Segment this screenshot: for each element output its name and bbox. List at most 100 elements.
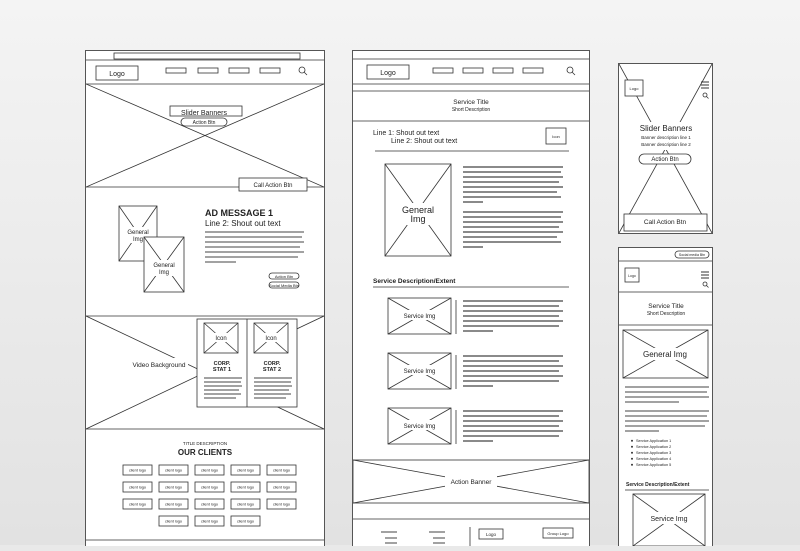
logo-text: Logo (630, 86, 640, 91)
ad-message-line2: Line 2: Shout out text (205, 219, 281, 228)
service-img-label: Service Img (404, 369, 436, 375)
ad-body-text (205, 231, 304, 263)
client-logo-box[interactable] (230, 464, 261, 476)
ad-message-title: AD MESSAGE 1 (205, 208, 273, 218)
bullet-dot (631, 445, 633, 448)
client-logo-label: client logo (129, 503, 146, 507)
nav-item[interactable] (462, 67, 484, 74)
client-logo-label: client logo (129, 469, 146, 473)
search-icon[interactable] (702, 92, 709, 99)
call-action-button[interactable] (238, 177, 308, 192)
nav-item[interactable] (165, 67, 187, 74)
client-logo-label: client logo (201, 486, 218, 490)
client-logo-box[interactable] (194, 515, 225, 527)
client-logo-box[interactable] (266, 481, 297, 493)
footer-logo[interactable] (478, 528, 504, 540)
shout-line-2: Line 2: Shout out text (391, 138, 457, 145)
search-icon[interactable] (298, 66, 308, 76)
client-logo-box[interactable] (194, 498, 225, 510)
search-icon[interactable] (566, 66, 576, 76)
client-logo-box[interactable] (122, 481, 153, 493)
service-body-text (463, 410, 563, 442)
service-title: Service Title (648, 303, 684, 310)
general-img-text-1a: General (127, 230, 148, 236)
menu-icon[interactable] (701, 271, 709, 279)
client-logo-box[interactable] (158, 498, 189, 510)
stat-1-subtitle: STAT 1 (213, 367, 231, 373)
client-logo-box[interactable] (158, 481, 189, 493)
social-media-label: Social media Btn (679, 253, 705, 257)
client-logo-box[interactable] (230, 481, 261, 493)
service-short-description: Short Description (452, 107, 491, 113)
client-logo-box[interactable] (266, 498, 297, 510)
client-logo-label: client logo (201, 503, 218, 507)
nav-item[interactable] (259, 67, 281, 74)
client-logo-label: client logo (273, 503, 290, 507)
footer-group-logo[interactable] (542, 527, 574, 539)
client-logo-label: client logo (237, 520, 254, 524)
client-logo-label: client logo (237, 486, 254, 490)
nav-item[interactable] (432, 67, 454, 74)
social-media-button[interactable] (268, 281, 300, 289)
client-logo-box[interactable] (266, 464, 297, 476)
client-logo-label: client logo (201, 469, 218, 473)
nav-item[interactable] (197, 67, 219, 74)
stat-icon-1-label: Icon (215, 336, 226, 342)
logo-box[interactable] (366, 64, 410, 80)
service-body-text (463, 300, 563, 332)
client-logo-box[interactable] (194, 481, 225, 493)
client-logo-label: client logo (237, 469, 254, 473)
client-logo-label: client logo (273, 469, 290, 473)
menu-icon[interactable] (701, 81, 709, 89)
icon-box-label: Icon (552, 134, 560, 139)
client-logo-box[interactable] (158, 515, 189, 527)
search-icon[interactable] (702, 281, 709, 288)
client-logo-label: client logo (201, 520, 218, 524)
nav-item[interactable] (492, 67, 514, 74)
service-application-item: Service Application 2 (636, 445, 671, 449)
our-clients-heading: OUR CLIENTS (178, 448, 233, 457)
service-application-item: Service Application 3 (636, 451, 671, 455)
logo-box[interactable] (624, 79, 644, 97)
icon-box (545, 127, 567, 145)
intro-body-text (463, 166, 563, 248)
service-img-label: Service Img (404, 314, 436, 320)
desktop-home-wireframe: Logo Slider Banners Action Btn Call Acti… (85, 50, 325, 546)
nav-item[interactable] (522, 67, 544, 74)
client-logo-box[interactable] (158, 464, 189, 476)
client-logo-box[interactable] (122, 498, 153, 510)
mobile-service-wireframe: Social media Btn Logo Service Title Shor… (618, 247, 713, 547)
slider-title: Slider Banners (181, 110, 227, 117)
call-action-button[interactable] (623, 213, 708, 232)
call-action-label: Call Action Btn (644, 219, 687, 226)
video-background-label: Video Background (132, 362, 185, 369)
mobile-home-wireframe: Logo Slider Banners Banner description l… (618, 63, 713, 234)
logo-box[interactable] (95, 65, 139, 81)
logo-text: Logo (628, 274, 636, 278)
footer-group-logo-label: Group Logo (547, 531, 569, 536)
bullet-dot (631, 463, 633, 466)
client-logo-box[interactable] (230, 515, 261, 527)
stat-2-subtitle: STAT 2 (263, 367, 281, 373)
social-media-button[interactable] (674, 250, 710, 259)
small-action-button[interactable] (268, 272, 300, 280)
service-img-label: Service Img (651, 516, 688, 523)
bullet-dot (631, 451, 633, 454)
action-button-label: Action Btn (193, 120, 216, 126)
client-logo-box[interactable] (194, 464, 225, 476)
service-section-title: Service Description/Extent (626, 482, 690, 488)
service-application-item: Service Application 4 (636, 457, 671, 461)
general-img-text-1b: Img (133, 237, 143, 243)
top-bar (113, 52, 301, 60)
client-logo-box[interactable] (122, 464, 153, 476)
general-img-label: General Img (643, 350, 687, 359)
stat-1-title: CORP. (214, 361, 231, 367)
nav-item[interactable] (228, 67, 250, 74)
action-button[interactable] (180, 117, 228, 127)
action-button[interactable] (638, 153, 692, 165)
service-section-title: Service Description/Extent (373, 278, 456, 285)
banner-description-2: Banner description line 2 (641, 142, 691, 147)
logo-box[interactable] (624, 267, 640, 283)
client-logo-box[interactable] (230, 498, 261, 510)
